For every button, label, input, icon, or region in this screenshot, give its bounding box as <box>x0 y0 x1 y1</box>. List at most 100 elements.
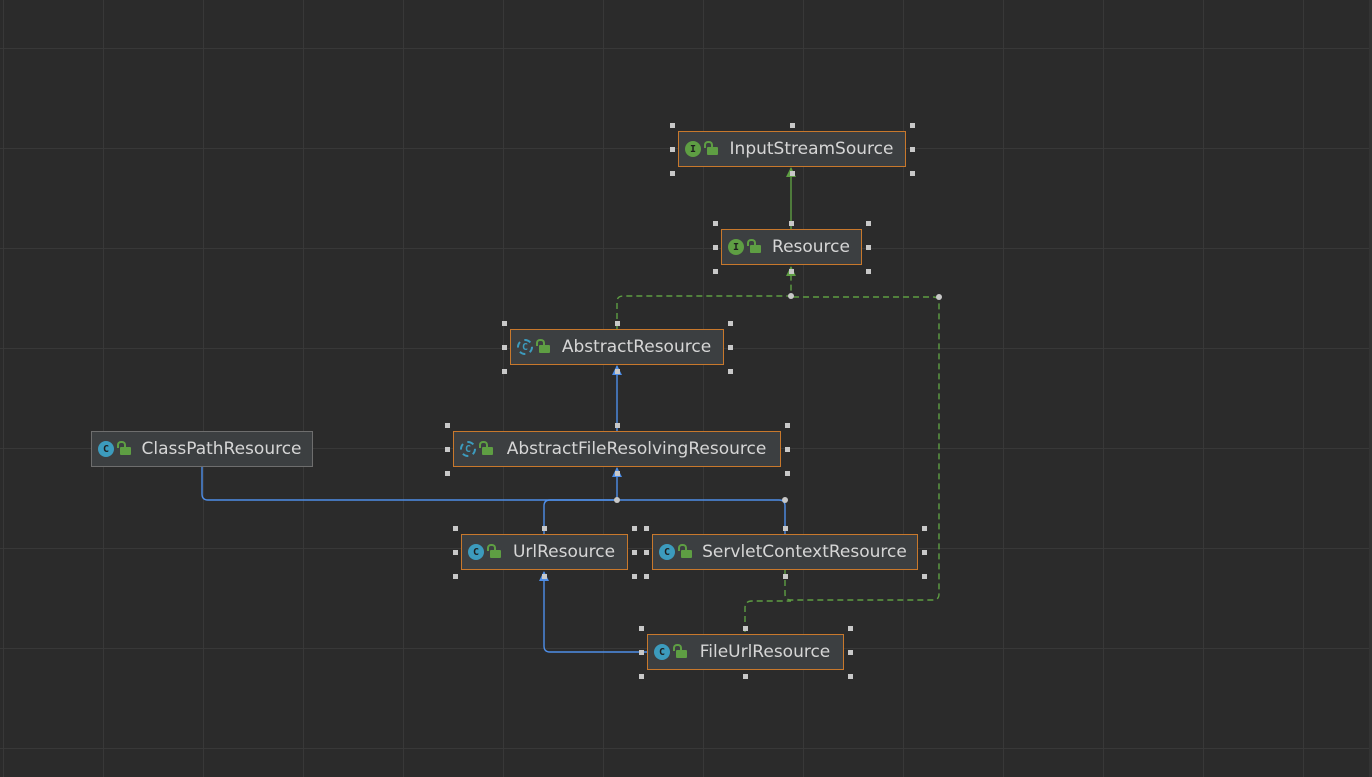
resize-handle[interactable] <box>789 170 795 176</box>
node-label: ServletContextResource <box>702 542 907 562</box>
resize-handle[interactable] <box>784 422 790 428</box>
node-label: FileUrlResource <box>699 642 831 662</box>
resize-handle[interactable] <box>631 525 637 531</box>
resize-handle[interactable] <box>865 244 871 250</box>
resize-handle[interactable] <box>444 470 450 476</box>
class-icon: C <box>98 441 114 457</box>
class-icon: C <box>659 544 675 560</box>
resize-handle[interactable] <box>669 170 675 176</box>
node-label: AbstractResource <box>561 337 712 357</box>
resize-handle[interactable] <box>638 649 644 655</box>
resize-handle[interactable] <box>712 244 718 250</box>
resize-handle[interactable] <box>727 344 733 350</box>
edge-urlresource-extends-abstractfileresolving <box>543 499 617 534</box>
resize-handle[interactable] <box>614 320 620 326</box>
resize-handle[interactable] <box>452 525 458 531</box>
resize-handle[interactable] <box>638 673 644 679</box>
resize-handle[interactable] <box>847 673 853 679</box>
resize-handle[interactable] <box>727 320 733 326</box>
resize-handle[interactable] <box>669 146 675 152</box>
node-resource[interactable]: I Resource <box>721 229 862 265</box>
resize-handle[interactable] <box>789 220 794 226</box>
public-lock-icon <box>673 644 687 658</box>
resize-handle[interactable] <box>444 422 450 428</box>
resize-handle[interactable] <box>909 146 915 152</box>
resize-handle[interactable] <box>789 268 794 274</box>
edge-fileurlresource-implements-resource <box>744 600 791 632</box>
resize-handle[interactable] <box>643 525 649 531</box>
resize-handle[interactable] <box>921 573 927 579</box>
resize-handle[interactable] <box>501 320 507 326</box>
edge-bend-handle <box>614 497 620 503</box>
edge-classpathresource-extends-abstractfileresolving <box>201 466 622 501</box>
resize-handle[interactable] <box>444 446 450 452</box>
resize-handle[interactable] <box>743 625 748 631</box>
node-servletcontextresource[interactable]: C ServletContextResource <box>652 534 918 570</box>
node-label: AbstractFileResolvingResource <box>506 439 767 459</box>
resize-handle[interactable] <box>712 268 718 274</box>
interface-icon: I <box>728 239 744 255</box>
public-lock-icon <box>487 544 501 558</box>
resize-handle[interactable] <box>789 122 795 128</box>
resize-handle[interactable] <box>847 649 853 655</box>
resize-handle[interactable] <box>643 573 649 579</box>
class-icon: C <box>654 644 670 660</box>
node-label: ClassPathResource <box>141 439 302 459</box>
public-lock-icon <box>117 441 131 455</box>
node-fileurlresource[interactable]: C FileUrlResource <box>647 634 844 670</box>
abstract-class-icon: C <box>460 441 476 457</box>
abstract-class-icon: C <box>517 339 533 355</box>
resize-handle[interactable] <box>638 625 644 631</box>
public-lock-icon <box>704 141 718 155</box>
resize-handle[interactable] <box>501 344 507 350</box>
resize-handle[interactable] <box>669 122 675 128</box>
resize-handle[interactable] <box>782 525 788 531</box>
node-label: UrlResource <box>512 542 616 562</box>
public-lock-icon <box>747 239 761 253</box>
edge-abstractresource-implements-resource <box>616 266 796 329</box>
resize-handle[interactable] <box>542 525 547 531</box>
edge-bend-handle <box>782 497 788 503</box>
resize-handle[interactable] <box>909 122 915 128</box>
node-label: InputStreamSource <box>729 139 894 159</box>
resize-handle[interactable] <box>847 625 853 631</box>
resize-handle[interactable] <box>921 525 927 531</box>
node-inputstreamsource[interactable]: I InputStreamSource <box>678 131 906 167</box>
resize-handle[interactable] <box>784 446 790 452</box>
resize-handle[interactable] <box>452 549 458 555</box>
resize-handle[interactable] <box>614 470 620 476</box>
resize-handle[interactable] <box>614 368 620 374</box>
node-classpathresource[interactable]: C ClassPathResource <box>91 431 313 467</box>
edge-fileurlresource-extends-urlresource <box>539 571 647 653</box>
class-icon: C <box>468 544 484 560</box>
resize-handle[interactable] <box>909 170 915 176</box>
node-label: Resource <box>772 237 850 257</box>
public-lock-icon <box>678 544 692 558</box>
resize-handle[interactable] <box>614 422 620 428</box>
resize-handle[interactable] <box>631 573 637 579</box>
resize-handle[interactable] <box>712 220 718 226</box>
vertical-scrollbar[interactable] <box>1369 0 1372 777</box>
resize-handle[interactable] <box>452 573 458 579</box>
resize-handle[interactable] <box>542 573 547 579</box>
resize-handle[interactable] <box>501 368 507 374</box>
resize-handle[interactable] <box>865 220 871 226</box>
interface-icon: I <box>685 141 701 157</box>
node-abstractresource[interactable]: C AbstractResource <box>510 329 724 365</box>
public-lock-icon <box>479 441 493 455</box>
resize-handle[interactable] <box>865 268 871 274</box>
resize-handle[interactable] <box>782 573 788 579</box>
resize-handle[interactable] <box>631 549 637 555</box>
edge-bend-handle <box>936 294 942 300</box>
resize-handle[interactable] <box>643 549 649 555</box>
resize-handle[interactable] <box>921 549 927 555</box>
resize-handle[interactable] <box>743 673 748 679</box>
public-lock-icon <box>536 339 550 353</box>
edge-servletcontextresource-extends-abstractfileresolving <box>617 499 786 534</box>
node-abstractfileresolvingresource[interactable]: C AbstractFileResolvingResource <box>453 431 781 467</box>
resize-handle[interactable] <box>784 470 790 476</box>
node-urlresource[interactable]: C UrlResource <box>461 534 628 570</box>
resize-handle[interactable] <box>727 368 733 374</box>
